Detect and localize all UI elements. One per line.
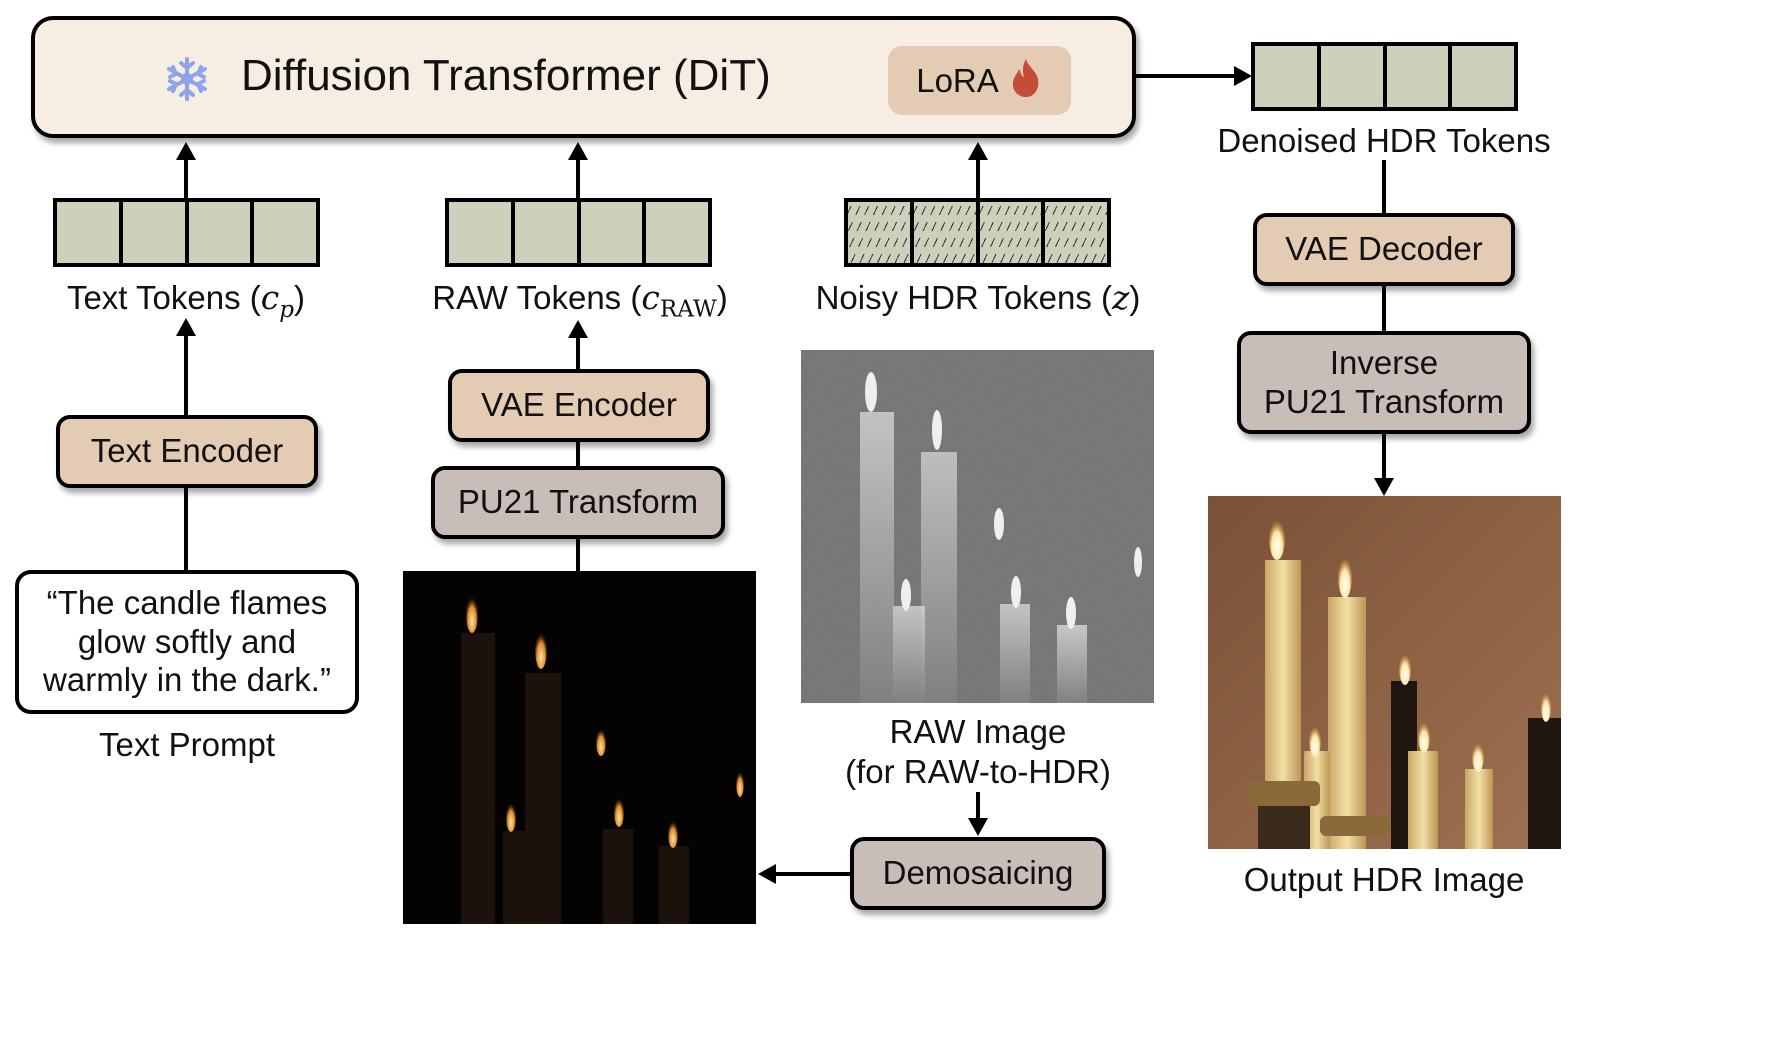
math-symbol: c — [260, 278, 280, 317]
denoised-tokens-label: Denoised HDR Tokens — [1217, 122, 1551, 159]
token-cell — [449, 202, 515, 263]
token-cell — [581, 202, 647, 263]
text-prompt-caption: Text Prompt — [98, 726, 276, 763]
math-symbol: z — [1112, 278, 1130, 317]
paren-close: ) — [1129, 279, 1141, 316]
token-cell — [254, 202, 316, 263]
raw-image-caption: RAW Image (for RAW-to-HDR) — [790, 712, 1166, 791]
text-tokens — [53, 198, 320, 267]
output-image-caption: Output HDR Image — [1243, 861, 1525, 898]
prompt-line-2: glow softly and — [77, 622, 297, 660]
raw-caption-line-1: RAW Image — [889, 713, 1067, 750]
dit-title: Diffusion Transformer (DiT) — [241, 51, 771, 100]
text-tokens-label-text: Text Tokens ( — [66, 279, 261, 316]
raw-tokens-label: RAW Tokens (cRAW) — [410, 278, 750, 324]
demosaicing-label: Demosaicing — [882, 854, 1074, 892]
fire-icon — [1009, 57, 1043, 104]
paren-close: ) — [716, 279, 728, 316]
text-encoder-block: Text Encoder — [56, 415, 318, 488]
demosaicing-block: Demosaicing — [850, 837, 1106, 910]
text-prompt-box: “The candle flames glow softly and warml… — [15, 570, 359, 714]
noisy-hdr-tokens — [844, 198, 1111, 267]
diffusion-transformer-block: Diffusion Transformer (DiT) LoRA — [31, 16, 1136, 138]
text-tokens-label: Text Tokens (cp) — [40, 278, 332, 324]
token-cell — [979, 202, 1046, 263]
raw-caption-line-2: (for RAW-to-HDR) — [845, 752, 1111, 790]
token-cell — [57, 202, 123, 263]
inverse-pu21-block: Inverse PU21 Transform — [1237, 331, 1531, 434]
token-cell — [1321, 46, 1387, 107]
token-cell — [1045, 202, 1107, 263]
math-symbol: c — [641, 278, 660, 317]
output-hdr-image — [1208, 496, 1561, 849]
pu21-transform-block: PU21 Transform — [431, 466, 725, 539]
paren-close: ) — [294, 279, 306, 316]
candles-hdr-illustration — [1208, 496, 1561, 849]
raw-tokens-label-text: RAW Tokens ( — [432, 279, 642, 316]
text-encoder-label: Text Encoder — [90, 432, 284, 470]
candles-raw-illustration — [801, 350, 1154, 703]
denoised-hdr-tokens — [1251, 42, 1518, 111]
token-cell — [1387, 46, 1453, 107]
token-cell — [1452, 46, 1514, 107]
math-subscript: p — [279, 296, 295, 323]
demosaiced-image — [403, 571, 756, 924]
token-cell — [189, 202, 255, 263]
token-cell — [1255, 46, 1321, 107]
inverse-pu21-line-2: PU21 Transform — [1263, 382, 1505, 420]
token-cell — [646, 202, 708, 263]
lora-badge: LoRA — [888, 46, 1071, 115]
token-cell — [515, 202, 581, 263]
vae-decoder-label: VAE Decoder — [1285, 230, 1483, 268]
lora-label: LoRA — [916, 61, 999, 99]
raw-tokens — [445, 198, 712, 267]
inverse-pu21-line-1: Inverse — [1329, 343, 1439, 381]
candles-dark-illustration — [461, 593, 744, 924]
vae-encoder-block: VAE Encoder — [448, 369, 710, 442]
vae-decoder-block: VAE Decoder — [1253, 213, 1515, 286]
prompt-line-1: “The candle flames — [46, 583, 328, 621]
token-cell — [123, 202, 189, 263]
pu21-transform-label: PU21 Transform — [457, 483, 699, 521]
noisy-tokens-label-text: Noisy HDR Tokens ( — [815, 279, 1113, 316]
raw-image — [801, 350, 1154, 703]
math-subscript: RAW — [659, 296, 717, 323]
vae-encoder-label: VAE Encoder — [481, 386, 677, 424]
token-cell — [848, 202, 914, 263]
token-cell — [913, 202, 980, 263]
prompt-line-3: warmly in the dark.” — [43, 661, 331, 699]
noisy-tokens-label: Noisy HDR Tokens (z) — [790, 278, 1166, 318]
snowflake-icon — [165, 56, 209, 107]
